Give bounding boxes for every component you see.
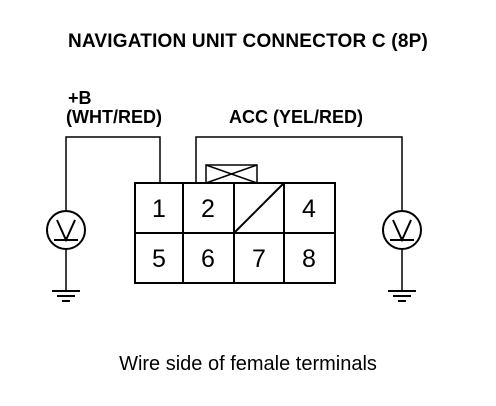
acc-wire bbox=[195, 136, 403, 211]
right-voltmeter-icon bbox=[382, 210, 422, 250]
left-voltmeter-icon bbox=[46, 210, 86, 250]
terminal-6: 6 bbox=[201, 245, 215, 273]
acc-label: ACC (YEL/RED) bbox=[229, 107, 363, 127]
empty-cavity-mark bbox=[233, 182, 285, 234]
right-ground-icon bbox=[388, 290, 416, 302]
plus-b-label: +B bbox=[68, 88, 92, 108]
terminal-7: 7 bbox=[252, 245, 266, 273]
plus-b-wire bbox=[65, 136, 161, 211]
terminal-8: 8 bbox=[302, 245, 316, 273]
terminal-5: 5 bbox=[152, 245, 166, 273]
left-ground-icon bbox=[52, 290, 80, 302]
terminal-1: 1 bbox=[152, 195, 166, 223]
diagram-title: NAVIGATION UNIT CONNECTOR C (8P) bbox=[67, 31, 428, 52]
terminal-2: 2 bbox=[201, 195, 215, 223]
terminal-4: 4 bbox=[302, 195, 316, 223]
diagram-caption: Wire side of female terminals bbox=[119, 353, 377, 375]
plus-b-wire-label: (WHT/RED) bbox=[66, 107, 162, 127]
